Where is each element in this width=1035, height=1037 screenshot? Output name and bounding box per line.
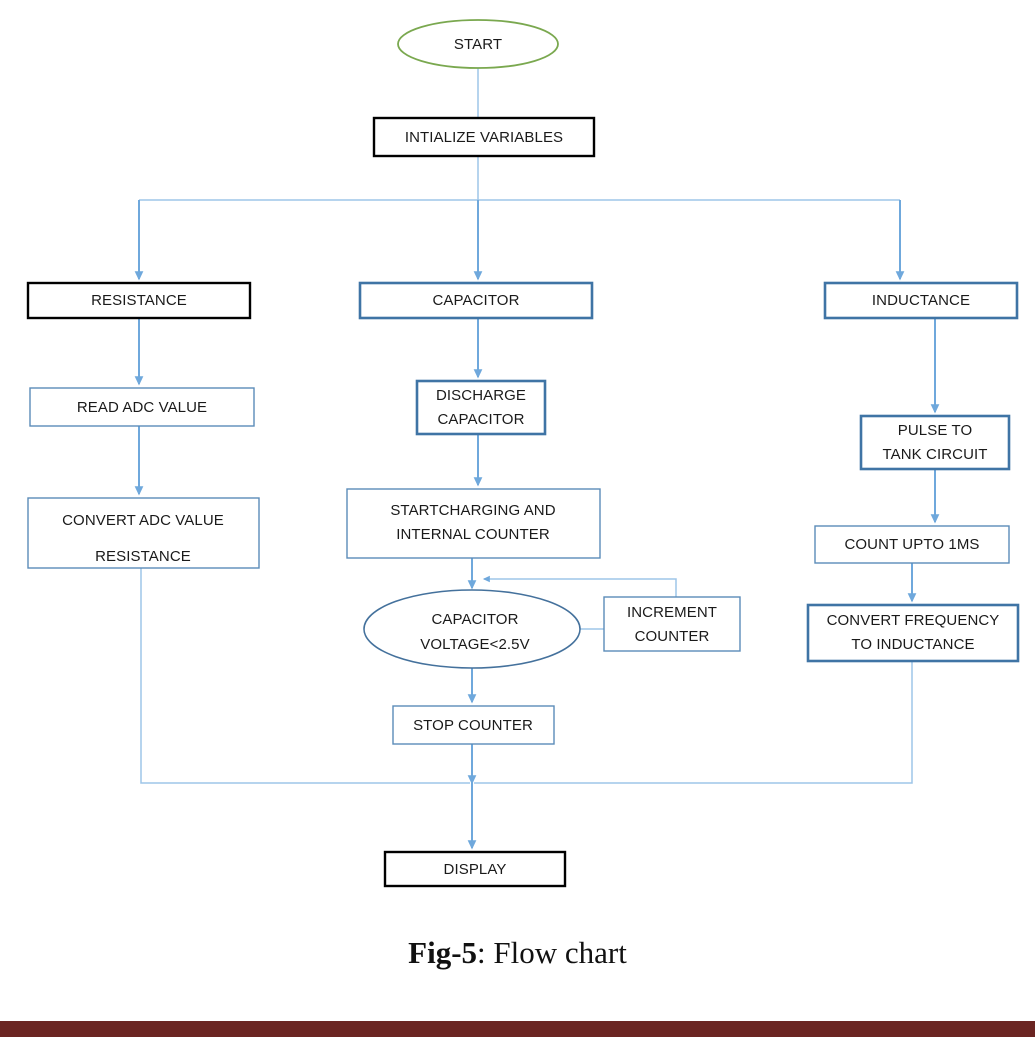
node-start-label: START <box>454 36 502 53</box>
node-convert-adc-value[interactable]: CONVERT ADC VALUE RESISTANCE <box>27 497 260 569</box>
node-increment-counter-label-line1: INCREMENT <box>627 604 717 621</box>
node-inductance[interactable]: INDUCTANCE <box>823 281 1019 320</box>
figure-caption: Fig-5: Flow chart <box>0 935 1035 971</box>
node-initialize-variables-label: INTIALIZE VARIABLES <box>405 129 563 146</box>
node-convert-adc-value-label-line2: RESISTANCE <box>95 548 191 565</box>
edge-convert-adc-to-merge <box>140 568 470 784</box>
node-pulse-to-tank-circuit[interactable]: PULSE TO TANK CIRCUIT <box>859 414 1011 471</box>
node-read-adc-value-label: READ ADC VALUE <box>77 399 207 416</box>
node-count-upto-1ms[interactable]: COUNT UPTO 1MS <box>814 525 1010 564</box>
edge-convert-freq-to-merge <box>474 661 913 784</box>
node-convert-adc-value-label-line1: CONVERT ADC VALUE <box>62 512 224 529</box>
node-capacitor-label: CAPACITOR <box>432 292 519 309</box>
figure-number: Fig-5 <box>408 935 478 970</box>
node-inductance-label: INDUCTANCE <box>872 292 970 309</box>
node-capacitor[interactable]: CAPACITOR <box>358 281 594 320</box>
connector-layer <box>134 68 940 850</box>
node-resistance-label: RESISTANCE <box>91 292 187 309</box>
node-display[interactable]: DISPLAY <box>383 850 567 888</box>
node-capacitor-voltage-label-line1: CAPACITOR <box>431 611 518 628</box>
edge-increment-loopback <box>482 575 677 597</box>
node-discharge-capacitor-label-line1: DISCHARGE <box>436 387 526 404</box>
node-stop-counter-label: STOP COUNTER <box>413 717 533 734</box>
node-capacitor-voltage-label-line2: VOLTAGE<2.5V <box>420 636 529 653</box>
node-discharge-capacitor[interactable]: DISCHARGE CAPACITOR <box>415 379 547 436</box>
node-convert-frequency-label-line1: CONVERT FREQUENCY <box>827 612 1000 629</box>
node-convert-frequency-label-line2: TO INDUCTANCE <box>851 636 974 653</box>
node-read-adc-value[interactable]: READ ADC VALUE <box>29 387 255 427</box>
node-discharge-capacitor-label-line2: CAPACITOR <box>437 411 524 428</box>
node-increment-counter-label-line2: COUNTER <box>635 628 710 645</box>
node-startcharging-internal-counter[interactable]: STARTCHARGING AND INTERNAL COUNTER <box>346 488 601 559</box>
node-startcharging-label-line1: STARTCHARGING AND <box>390 502 555 519</box>
node-convert-frequency-to-inductance[interactable]: CONVERT FREQUENCY TO INDUCTANCE <box>806 603 1020 663</box>
page-footer-bar <box>0 1021 1035 1037</box>
figure-caption-text: Flow chart <box>493 935 627 970</box>
node-startcharging-label-line2: INTERNAL COUNTER <box>396 526 550 543</box>
node-count-upto-1ms-label: COUNT UPTO 1MS <box>844 536 979 553</box>
node-start[interactable]: START <box>397 19 559 69</box>
node-increment-counter[interactable]: INCREMENT COUNTER <box>603 596 741 652</box>
node-display-label: DISPLAY <box>444 861 507 878</box>
node-capacitor-voltage-decision[interactable]: CAPACITOR VOLTAGE<2.5V <box>363 589 581 669</box>
flowchart-canvas: START INTIALIZE VARIABLES RESISTANCE CAP… <box>26 19 1020 888</box>
node-pulse-to-tank-circuit-label-line1: PULSE TO <box>898 422 972 439</box>
node-initialize-variables[interactable]: INTIALIZE VARIABLES <box>372 116 596 158</box>
node-pulse-to-tank-circuit-label-line2: TANK CIRCUIT <box>882 446 987 463</box>
figure-caption-separator: : <box>477 935 494 970</box>
node-resistance[interactable]: RESISTANCE <box>26 281 252 320</box>
node-stop-counter[interactable]: STOP COUNTER <box>392 705 555 745</box>
